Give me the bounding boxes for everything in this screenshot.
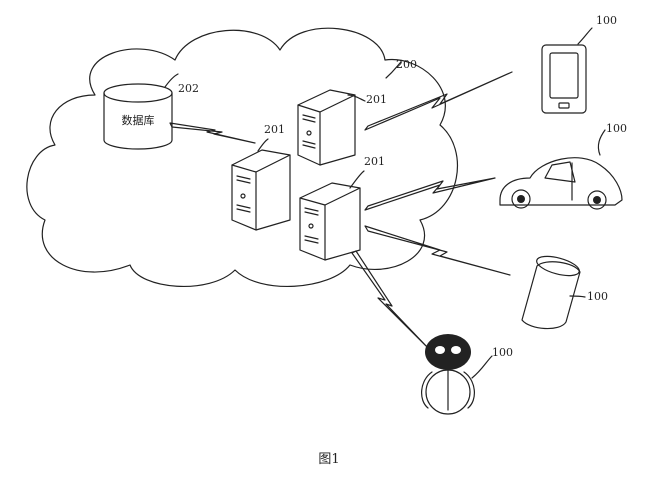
server-bottom xyxy=(299,182,361,261)
database-leader xyxy=(164,73,179,88)
server-left-label: 201 xyxy=(264,123,285,136)
server-bottom-leader xyxy=(349,170,365,189)
server-left-leader xyxy=(257,138,269,152)
phone-label: 100 xyxy=(596,14,617,27)
speaker-label: 100 xyxy=(587,290,608,303)
car-label: 100 xyxy=(606,122,627,135)
link-car xyxy=(364,177,496,211)
phone-icon xyxy=(541,44,587,114)
speaker-leader xyxy=(569,295,586,298)
phone-leader xyxy=(577,27,593,45)
server-left xyxy=(231,149,291,231)
link-speaker xyxy=(364,225,511,276)
link-robot xyxy=(351,250,431,351)
server-bottom-label: 201 xyxy=(364,155,385,168)
figure-caption: 图1 xyxy=(318,452,339,467)
link-phone xyxy=(364,71,513,131)
robot-icon xyxy=(421,334,475,415)
database-label: 202 xyxy=(178,82,199,95)
car-icon xyxy=(499,157,623,210)
server-top xyxy=(297,89,356,166)
cloud-leader xyxy=(385,61,402,79)
server-top-label: 201 xyxy=(366,93,387,106)
robot-label: 100 xyxy=(492,346,513,359)
car-leader xyxy=(597,129,606,156)
database-text: 数据库 xyxy=(122,113,155,127)
speaker-icon xyxy=(521,255,581,330)
server-top-leader xyxy=(347,94,366,102)
link-db-server xyxy=(169,122,256,144)
robot-leader xyxy=(471,355,493,379)
cloud xyxy=(26,27,458,287)
cloud-label: 200 xyxy=(396,58,417,71)
database: 数据库 xyxy=(103,83,173,150)
